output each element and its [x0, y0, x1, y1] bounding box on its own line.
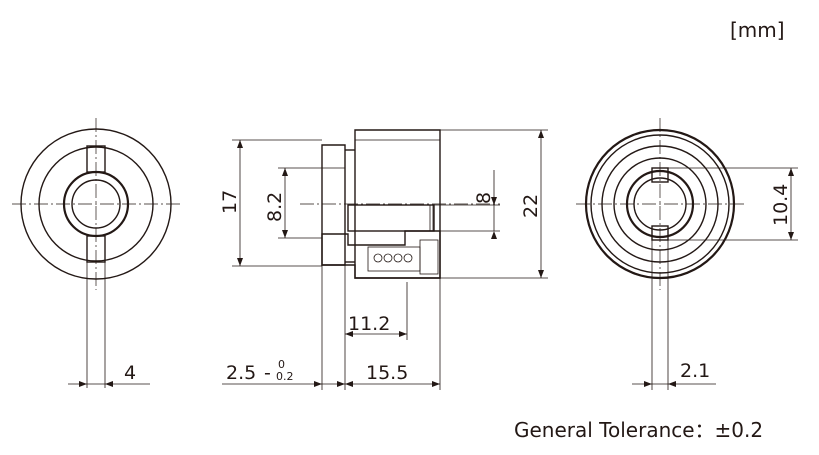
dim17-arrow-top	[237, 140, 243, 148]
left-arrow-a	[79, 381, 87, 387]
left-top-slot	[86, 145, 106, 173]
dim112-arrow-right	[399, 331, 407, 337]
dim21-arrow-b	[668, 381, 676, 387]
left-middle-circle	[38, 146, 154, 262]
right-bore-outer	[625, 169, 695, 239]
dim8-arrow-bottom	[491, 231, 497, 239]
spring-coil-1	[373, 253, 383, 263]
length-15-5-dimension: 15.5	[366, 362, 408, 384]
side-section-view: 17 8.2 8 22 11.2 15.5	[219, 129, 548, 390]
dim22-arrow-bottom	[538, 270, 544, 278]
dim25-arrow-b	[337, 381, 345, 387]
tolerance-lower: 0.2	[276, 370, 294, 383]
height-17-dimension: 17	[219, 190, 241, 214]
dim82-arrow-top	[282, 168, 288, 176]
right-rear-view: 10.4 2.1	[576, 118, 798, 390]
right-bore-inner	[633, 177, 687, 231]
dim112-arrow-left	[345, 331, 353, 337]
general-tolerance-note: General Tolerance：±0.2	[514, 418, 763, 442]
right-outer-circle	[584, 128, 736, 280]
seal-insert	[419, 239, 439, 275]
dim22-arrow-top	[538, 130, 544, 138]
left-bore-inner	[71, 179, 121, 229]
right-inner-ring	[613, 157, 707, 251]
dim8-arrow-top	[491, 197, 497, 205]
right-outer-ring	[590, 134, 730, 274]
dim104-arrow-top	[788, 168, 794, 176]
inner-bore	[347, 204, 435, 232]
dim21-arrow-a	[644, 381, 652, 387]
left-outer-circle	[20, 128, 172, 280]
inner-8-dimension: 8	[473, 192, 495, 204]
left-bottom-slot	[86, 235, 106, 263]
left-slot-dimension: 4	[124, 362, 136, 384]
dim104-arrow-bottom	[788, 232, 794, 240]
spring-coil-4	[403, 253, 413, 263]
height-8-2-dimension: 8.2	[264, 192, 286, 222]
dim155-arrow-left	[345, 381, 353, 387]
units-label: [mm]	[730, 18, 785, 42]
left-front-view: 4	[12, 118, 182, 388]
tolerance-dash: -	[264, 362, 271, 384]
right-slot-dimension: 2.1	[680, 360, 710, 382]
spring-coil-3	[393, 253, 403, 263]
flange-outline	[321, 144, 346, 266]
left-arrow-b	[105, 381, 113, 387]
right-10-4-dimension: 10.4	[770, 184, 792, 226]
spring-coil-2	[383, 253, 393, 263]
dim155-arrow-right	[432, 381, 440, 387]
dim82-arrow-bottom	[282, 230, 288, 238]
flange-2-5-dimension: 2.5	[226, 362, 256, 384]
right-mid-circle	[601, 145, 719, 263]
length-11-2-dimension: 11.2	[348, 313, 390, 335]
dim25-arrow-a	[314, 381, 322, 387]
dim17-arrow-bottom	[237, 258, 243, 266]
tolerance-upper: 0	[278, 358, 285, 371]
height-22-dimension: 22	[520, 194, 542, 218]
